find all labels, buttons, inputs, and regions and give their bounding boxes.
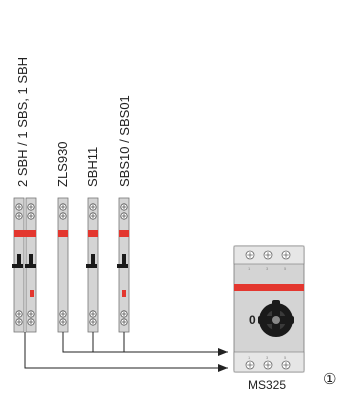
motor-starter-ms325: 1 3 5 0 1 3 5 <box>233 245 305 373</box>
terminal-mark-top-5: 5 <box>284 266 287 271</box>
knob-setting-label: 0 <box>249 313 256 327</box>
callout-marker: ① <box>323 370 336 388</box>
aux-block-sbs10-sbs01 <box>117 197 130 333</box>
terminal-mark-bottom-1: 1 <box>248 355 251 360</box>
terminal-mark-top-3: 3 <box>266 266 269 271</box>
arrow-lower <box>24 332 228 372</box>
aux-contact-block-double <box>12 197 37 333</box>
label-sbs10-sbs01: SBS10 / SBS01 <box>117 95 132 187</box>
rotary-knob <box>258 300 294 337</box>
terminal-mark-bottom-5: 5 <box>284 355 287 360</box>
aux-block-sbh11 <box>86 197 99 333</box>
label-2sbh-1sbs-1sbh: 2 SBH / 1 SBS, 1 SBH <box>15 57 30 187</box>
terminal-mark-bottom-3: 3 <box>266 355 269 360</box>
device-name-label: MS325 <box>248 378 286 392</box>
label-sbh11: SBH11 <box>85 147 100 187</box>
aux-block-zls930 <box>57 197 69 333</box>
terminal-mark-top-1: 1 <box>248 266 251 271</box>
connection-lines <box>24 332 228 372</box>
label-zls930: ZLS930 <box>55 141 70 187</box>
